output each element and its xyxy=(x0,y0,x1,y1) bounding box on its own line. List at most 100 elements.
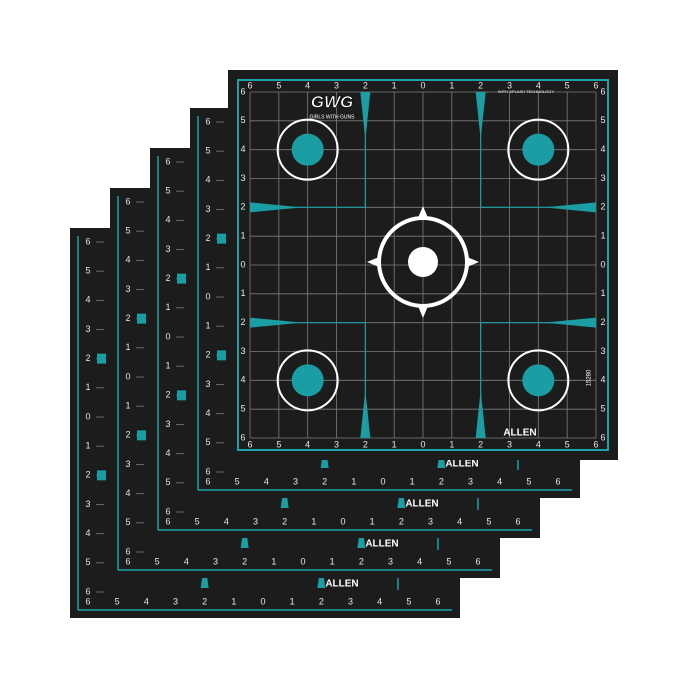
scale-label: 1 xyxy=(165,302,170,312)
scale-label-bottom: 6 xyxy=(593,439,598,449)
alignment-marker xyxy=(217,350,226,361)
scale-label: 4 xyxy=(125,255,130,265)
brand-logo: ALLEN xyxy=(503,428,536,439)
scale-label: 5 xyxy=(446,556,451,566)
alignment-marker xyxy=(177,273,186,284)
scale-label-top: 3 xyxy=(507,80,512,90)
scale-label-right: 5 xyxy=(600,404,605,414)
scale-label: 0 xyxy=(300,556,305,566)
scale-label: 0 xyxy=(165,331,170,341)
scale-label-left: 5 xyxy=(240,404,245,414)
brand-logo: ALLEN xyxy=(405,499,438,510)
scale-label: 2 xyxy=(165,273,170,283)
scale-label-bottom: 5 xyxy=(276,439,281,449)
scale-label: 5 xyxy=(235,476,240,486)
scale-label: 1 xyxy=(351,476,356,486)
scale-label-bottom: 3 xyxy=(334,439,339,449)
scale-label: 6 xyxy=(125,556,130,566)
scale-label: 3 xyxy=(388,556,393,566)
alignment-marker xyxy=(97,353,106,364)
scale-label: 5 xyxy=(526,476,531,486)
scale-label: 0 xyxy=(380,476,385,486)
teal-border xyxy=(237,79,609,451)
scale-label-top: 4 xyxy=(536,80,541,90)
gwg-logo: GWG xyxy=(311,92,354,111)
scale-label: 3 xyxy=(165,419,170,429)
scale-label: 2 xyxy=(439,476,444,486)
scale-label: 6 xyxy=(515,516,520,526)
alignment-marker xyxy=(137,430,146,441)
scale-label: 4 xyxy=(125,488,130,498)
scale-label-left: 2 xyxy=(240,202,245,212)
scale-label-right: 0 xyxy=(600,259,605,269)
scale-label-right: 3 xyxy=(600,173,605,183)
scale-label: 2 xyxy=(319,596,324,606)
scale-label-right: 4 xyxy=(600,144,605,154)
wedge-marker xyxy=(360,92,371,140)
wedge-marker xyxy=(475,92,486,140)
alignment-marker xyxy=(217,233,226,244)
brand-logo: ALLEN xyxy=(365,539,398,550)
scale-label: 2 xyxy=(85,470,90,480)
scale-label-bottom: 5 xyxy=(565,439,570,449)
scale-label: 5 xyxy=(85,266,90,276)
scale-label-right: 5 xyxy=(600,115,605,125)
scale-label: 2 xyxy=(322,476,327,486)
gwg-logo-subtitle: GIRLS WITH GUNS xyxy=(309,114,355,120)
bullseye-dot xyxy=(522,364,555,397)
scale-label: 2 xyxy=(125,313,130,323)
scale-label: 3 xyxy=(165,244,170,254)
bullseye-dot xyxy=(291,364,324,397)
scale-label-left: 4 xyxy=(240,375,245,385)
scale-label: 5 xyxy=(205,437,210,447)
scale-label: 5 xyxy=(195,516,200,526)
scale-label: 1 xyxy=(205,262,210,272)
scale-label: 4 xyxy=(224,516,229,526)
scale-label: 3 xyxy=(253,516,258,526)
crosshair-point xyxy=(418,206,428,218)
bullseye-ring xyxy=(276,118,339,181)
scale-label-top: 6 xyxy=(593,80,598,90)
splash-tagline: WITH SPLASH TECHNOLOGY xyxy=(498,89,554,94)
scale-label: 5 xyxy=(125,226,130,236)
scale-label: 3 xyxy=(125,459,130,469)
scale-label: 6 xyxy=(435,596,440,606)
scale-label: 5 xyxy=(125,517,130,527)
scale-label: 5 xyxy=(486,516,491,526)
scale-label: 1 xyxy=(370,516,375,526)
wedge-marker xyxy=(544,202,596,213)
scale-label-right: 1 xyxy=(600,288,605,298)
scale-label: 3 xyxy=(428,516,433,526)
scale-label: 2 xyxy=(202,596,207,606)
scale-label-left: 1 xyxy=(240,288,245,298)
scale-label-top: 5 xyxy=(565,80,570,90)
scale-label-left: 6 xyxy=(240,432,245,442)
scale-label: 2 xyxy=(242,556,247,566)
scale-label: 0 xyxy=(85,411,90,421)
scale-label: 4 xyxy=(205,408,210,418)
scale-label: 0 xyxy=(340,516,345,526)
bullseye-dot xyxy=(291,133,324,166)
scale-label: 1 xyxy=(271,556,276,566)
scale-label: 1 xyxy=(85,382,90,392)
scale-label: 3 xyxy=(293,476,298,486)
scale-label: 3 xyxy=(348,596,353,606)
scale-label-bottom: 0 xyxy=(420,439,425,449)
scale-label: 0 xyxy=(125,371,130,381)
scale-label-top: 1 xyxy=(392,80,397,90)
brand-logo: ALLEN xyxy=(325,579,358,590)
scale-label-left: 5 xyxy=(240,115,245,125)
wedge-marker xyxy=(250,317,302,328)
scale-label: 5 xyxy=(406,596,411,606)
bullseye-ring xyxy=(507,349,570,412)
scale-label-right: 6 xyxy=(600,86,605,96)
scale-label: 6 xyxy=(85,236,90,246)
scale-label: 6 xyxy=(475,556,480,566)
scale-label: 4 xyxy=(184,556,189,566)
scale-label: 4 xyxy=(417,556,422,566)
scale-label-top: 4 xyxy=(305,80,310,90)
scale-label: 4 xyxy=(497,476,502,486)
scale-label: 5 xyxy=(165,477,170,487)
alignment-marker xyxy=(137,313,146,324)
